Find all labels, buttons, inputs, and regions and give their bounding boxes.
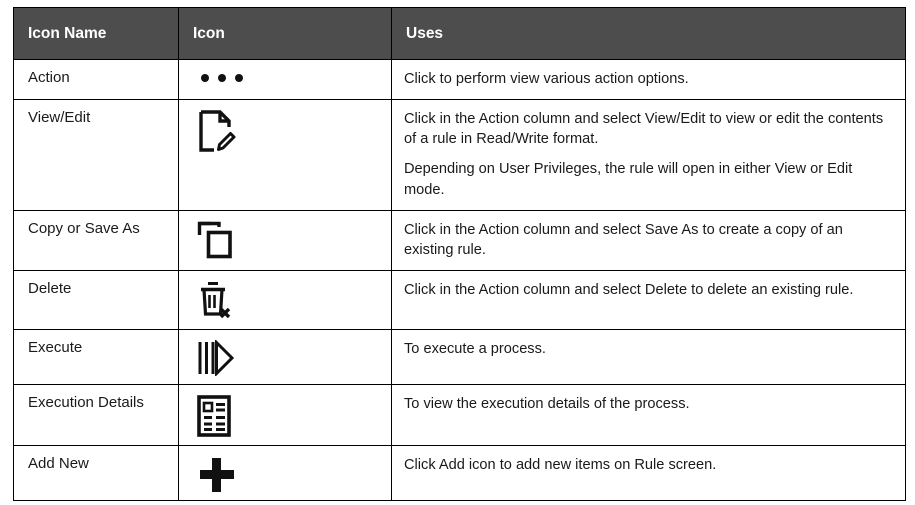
row-name-copy-or-save-as: Copy or Save As [13, 209, 179, 272]
dot-2 [218, 74, 226, 82]
trash-x-icon [197, 281, 391, 321]
uses-text: Click Add icon to add new items on Rule … [404, 457, 717, 474]
icon-reference-table: Icon Name Icon Uses Action [13, 7, 906, 502]
table-row: Add New Click Add icon to add new items … [13, 445, 906, 502]
row-name-delete: Delete [13, 270, 179, 331]
dot-1 [201, 74, 209, 82]
column-header-icon-name-label: Icon Name [28, 25, 107, 42]
table-row: Copy or Save As Click in the Action colu… [13, 209, 906, 272]
column-header-icon: Icon [178, 7, 392, 60]
row-name-view-edit: View/Edit [13, 98, 179, 211]
uses-text: To view the execution details of the pro… [404, 396, 690, 413]
row-name-add-new: Add New [13, 445, 179, 502]
table-row: Execute To execute a process. [13, 329, 906, 386]
table-body: Action Click to perform view various act… [13, 59, 906, 502]
icon-cell-delete [178, 270, 392, 331]
uses-text: Click to perform view various action opt… [404, 71, 689, 87]
column-header-icon-name: Icon Name [13, 7, 179, 60]
uses-text: Depending on User Privileges, the rule w… [404, 161, 853, 198]
dot-3 [235, 74, 243, 82]
icon-cell-add-new [178, 445, 392, 502]
table-row: Execution Details [13, 384, 906, 447]
plus-icon [200, 458, 234, 493]
table-row: Delete Click in the Actio [13, 270, 906, 331]
uses-cell-execution-details: To view the execution details of the pro… [391, 384, 906, 447]
uses-cell-view-edit: Click in the Action column and select Vi… [391, 98, 906, 211]
table-row: View/Edit Click in the Action column and… [13, 98, 906, 211]
uses-cell-delete: Click in the Action column and select De… [391, 270, 906, 331]
column-header-uses: Uses [391, 7, 906, 60]
uses-cell-action: Click to perform view various action opt… [391, 59, 906, 100]
icon-cell-execute [178, 329, 392, 386]
execution-details-list-icon [197, 395, 391, 437]
uses-cell-copy: Click in the Action column and select Sa… [391, 209, 906, 272]
three-dots-icon [197, 70, 391, 82]
document-pencil-icon [197, 110, 391, 154]
uses-cell-add-new: Click Add icon to add new items on Rule … [391, 445, 906, 502]
row-name-action: Action [13, 59, 179, 100]
icon-cell-copy [178, 209, 392, 272]
table-header: Icon Name Icon Uses [13, 7, 906, 60]
table-row: Action Click to perform view various act… [13, 59, 906, 100]
icon-cell-view-edit [178, 98, 392, 211]
execute-play-icon [197, 340, 391, 377]
uses-text: Click in the Action column and select Vi… [404, 110, 884, 148]
uses-cell-execute: To execute a process. [391, 329, 906, 386]
row-name-execution-details: Execution Details [13, 384, 179, 447]
copy-icon [197, 221, 391, 261]
icon-cell-action [178, 59, 392, 100]
header-row: Icon Name Icon Uses [13, 7, 906, 60]
uses-text: To execute a process. [404, 341, 546, 358]
uses-text: Click in the Action column and select Sa… [404, 221, 843, 259]
uses-text: Click in the Action column and select De… [404, 282, 854, 299]
column-header-uses-label: Uses [406, 25, 444, 42]
icon-cell-execution-details [178, 384, 392, 447]
column-header-icon-label: Icon [193, 25, 225, 42]
row-name-execute: Execute [13, 329, 179, 386]
